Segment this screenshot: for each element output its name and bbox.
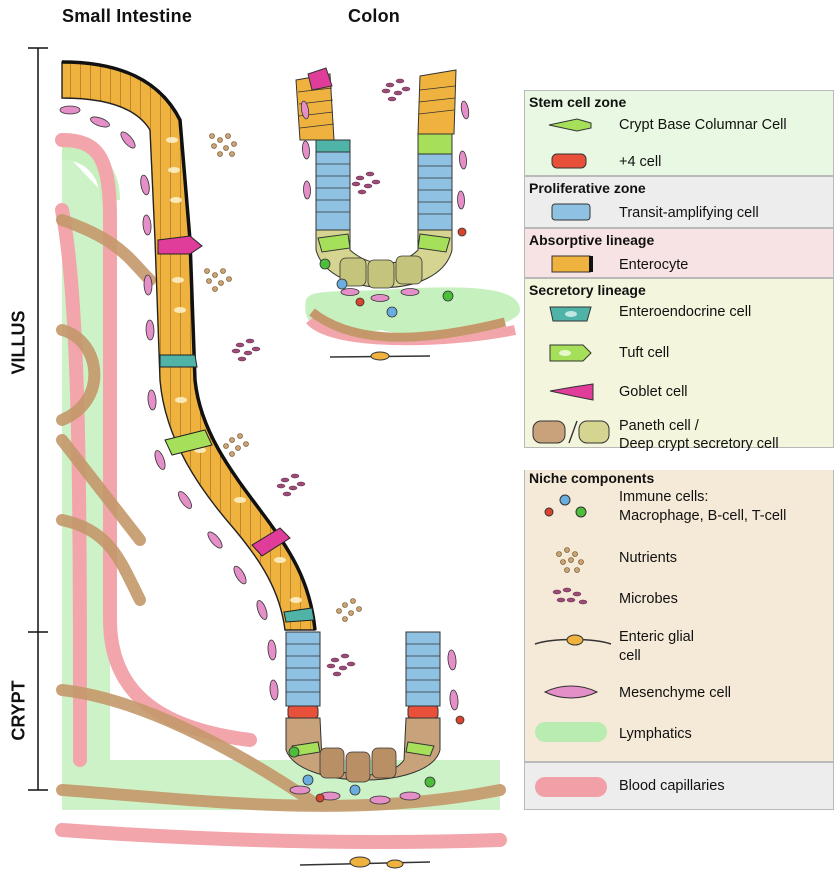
- legend-paneth-label-2: Deep crypt secretory cell: [619, 435, 779, 453]
- immune-cells-icon: [541, 492, 601, 522]
- goblet-cell-icon: [549, 383, 595, 401]
- blood-capillaries-icon: [533, 775, 609, 799]
- si-enteric-glia: [300, 857, 430, 868]
- legend-glial-label-1: Enteric glial: [619, 628, 694, 646]
- cbc-cell-icon: [547, 117, 593, 133]
- legend-plus4-label: +4 cell: [619, 153, 661, 171]
- paneth-cell-icon: [531, 419, 611, 445]
- legend-blood-capillaries: Blood capillaries: [524, 762, 834, 810]
- legend-glial-label-2: cell: [619, 647, 641, 665]
- microbes-icon: [549, 586, 595, 610]
- legend-ta-label: Transit-amplifying cell: [619, 204, 759, 222]
- legend-cbc-label: Crypt Base Columnar Cell: [619, 116, 787, 134]
- legend-paneth-label-1: Paneth cell /: [619, 417, 699, 435]
- tuft-cell-icon: [549, 343, 593, 363]
- plus4-cell-icon: [551, 153, 587, 169]
- legend-niche-header: Niche components: [529, 470, 654, 486]
- legend-mesenchyme-label: Mesenchyme cell: [619, 684, 731, 702]
- colon-title: Colon: [348, 6, 400, 27]
- legend-immune-label-1: Immune cells:: [619, 488, 708, 506]
- mesenchyme-icon: [541, 682, 601, 702]
- legend-niche-components: Niche components Immune cells: Macrophag…: [524, 470, 834, 762]
- legend-microbes-label: Microbes: [619, 590, 678, 608]
- nutrients-icon: [553, 546, 593, 576]
- legend-secretory-lineage: Secretory lineage Enteroendocrine cell T…: [524, 278, 834, 448]
- legend-lymphatics-label: Lymphatics: [619, 725, 692, 743]
- lymphatics-icon: [533, 720, 609, 744]
- legend-secretory-header: Secretory lineage: [529, 282, 646, 298]
- crypt-label: CRYPT: [9, 676, 30, 746]
- legend-proliferative-header: Proliferative zone: [529, 180, 646, 196]
- legend-stem-zone: Stem cell zone Crypt Base Columnar Cell …: [524, 90, 834, 176]
- legend-nutrients-label: Nutrients: [619, 549, 677, 567]
- legend-absorptive-header: Absorptive lineage: [529, 232, 654, 248]
- legend-immune-label-2: Macrophage, B-cell, T-cell: [619, 507, 786, 525]
- legend-proliferative-zone: Proliferative zone Transit-amplifying ce…: [524, 176, 834, 228]
- legend-tuft-label: Tuft cell: [619, 344, 669, 362]
- ta-cell-icon: [551, 203, 591, 221]
- legend-enteroendocrine-label: Enteroendocrine cell: [619, 303, 751, 321]
- enteroendocrine-icon: [549, 305, 593, 323]
- legend-goblet-label: Goblet cell: [619, 383, 688, 401]
- zone-ruler: [28, 48, 48, 790]
- si-crypt: [286, 632, 440, 782]
- legend-absorptive-lineage: Absorptive lineage Enterocyte: [524, 228, 834, 278]
- legend-stem-header: Stem cell zone: [529, 94, 626, 110]
- enteric-glia-icon: [533, 630, 613, 650]
- legend-enterocyte-label: Enterocyte: [619, 256, 688, 274]
- small-intestine-title: Small Intestine: [62, 6, 192, 27]
- villus-label: VILLUS: [9, 308, 30, 378]
- colon-crypt: [296, 68, 520, 360]
- legend-blood-label: Blood capillaries: [619, 777, 725, 795]
- enterocyte-icon: [551, 255, 595, 273]
